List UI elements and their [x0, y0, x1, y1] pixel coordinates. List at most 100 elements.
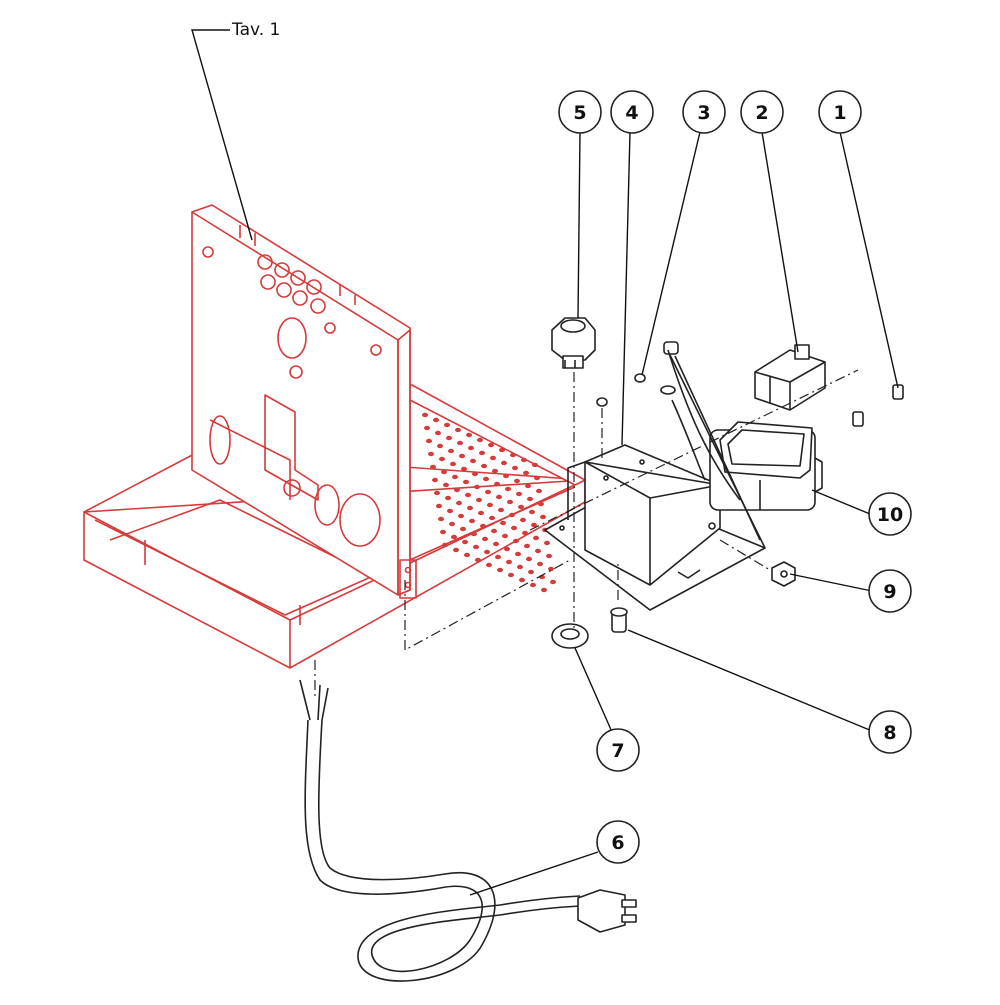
- perforation-hole: [451, 534, 457, 540]
- perforation-hole: [500, 520, 506, 526]
- callout-9: 9: [868, 569, 912, 613]
- perforation-hole: [548, 566, 554, 572]
- assembly-lines: [314, 369, 859, 700]
- perforation-hole: [426, 438, 432, 444]
- perforation-hole: [444, 422, 450, 428]
- perforation-hole: [507, 499, 513, 505]
- power-cable: [299, 679, 637, 982]
- perforation-hole: [468, 445, 474, 451]
- callout-3-label: 3: [697, 102, 710, 124]
- perforation-hole: [424, 425, 430, 431]
- perforation-hole: [441, 469, 447, 475]
- perforation-hole: [474, 484, 480, 490]
- perforation-hole: [422, 412, 428, 418]
- callout-4-label: 4: [625, 102, 638, 124]
- leader-lines: [191, 29, 899, 896]
- perforation-hole: [505, 486, 511, 492]
- perforation-hole: [501, 460, 507, 466]
- perforation-hole: [433, 417, 439, 423]
- small-fasteners: [596, 341, 904, 427]
- perforation-hole: [519, 577, 525, 583]
- perforation-hole: [496, 494, 502, 500]
- perforation-hole: [529, 509, 535, 515]
- standoff-screw: [610, 607, 628, 633]
- perforation-hole: [497, 567, 503, 573]
- callout-6: 6: [596, 820, 640, 864]
- perforation-hole: [513, 538, 519, 544]
- callout-10-label: 10: [877, 504, 903, 526]
- perforation-hole: [478, 510, 484, 516]
- perforation-hole: [509, 512, 515, 518]
- callout-7-label: 7: [611, 740, 624, 762]
- perforation-hole: [524, 543, 530, 549]
- perforation-hole: [510, 452, 516, 458]
- perforation-hole: [483, 476, 489, 482]
- perforation-hole: [495, 554, 501, 560]
- perforation-hole: [440, 529, 446, 535]
- perforation-hole: [477, 437, 483, 443]
- perforation-hole: [521, 457, 527, 463]
- perforation-hole: [512, 465, 518, 471]
- perforation-hole: [504, 546, 510, 552]
- callout-6-label: 6: [611, 832, 624, 854]
- perforation-hole: [480, 523, 486, 529]
- perforation-hole: [525, 483, 531, 489]
- perforation-hole: [456, 500, 462, 506]
- perforation-hole: [490, 455, 496, 461]
- perforation-hole: [518, 504, 524, 510]
- callout-1-label: 1: [833, 102, 846, 124]
- perforation-hole: [471, 531, 477, 537]
- perforation-hole: [488, 442, 494, 448]
- callout-1: 1: [818, 90, 862, 134]
- perforation-hole: [454, 487, 460, 493]
- callout-9-label: 9: [883, 581, 896, 603]
- perforation-hole: [536, 488, 542, 494]
- perforation-hole: [537, 561, 543, 567]
- perforation-hole: [484, 549, 490, 555]
- perforation-hole: [461, 466, 467, 472]
- perforation-hole: [472, 471, 478, 477]
- perforation-hole: [550, 579, 556, 585]
- perforation-hole: [498, 507, 504, 513]
- perforation-hole: [479, 450, 485, 456]
- perforation-hole: [476, 497, 482, 503]
- perforation-hole: [430, 464, 436, 470]
- perforation-hole: [528, 569, 534, 575]
- perforation-hole: [492, 468, 498, 474]
- lock-nut: [551, 623, 589, 649]
- perforation-hole: [469, 518, 475, 524]
- callout-8-label: 8: [883, 722, 896, 744]
- perforation-hole: [523, 470, 529, 476]
- perforation-hole: [449, 521, 455, 527]
- perforation-hole: [467, 505, 473, 511]
- perforation-hole: [527, 496, 533, 502]
- perforation-hole: [511, 525, 517, 531]
- perforation-hole: [482, 536, 488, 542]
- callout-5-label: 5: [573, 102, 586, 124]
- perforation-hole: [464, 552, 470, 558]
- perforation-hole: [460, 526, 466, 532]
- perforation-hole: [494, 481, 500, 487]
- perforation-hole: [470, 458, 476, 464]
- perforation-hole: [438, 516, 444, 522]
- callout-4: 4: [610, 90, 654, 134]
- callout-7: 7: [596, 728, 640, 772]
- perforation-hole: [446, 435, 452, 441]
- perforation-hole: [466, 432, 472, 438]
- wires: [667, 349, 766, 549]
- perforation-hole: [453, 547, 459, 553]
- perforation-hole: [458, 513, 464, 519]
- perforation-hole: [544, 540, 550, 546]
- perforation-hole: [463, 479, 469, 485]
- perforation-hole: [457, 440, 463, 446]
- perforation-hole: [493, 541, 499, 547]
- perforation-hole: [437, 443, 443, 449]
- callout-8: 8: [868, 710, 912, 754]
- perforation-hole: [439, 456, 445, 462]
- callout-5: 5: [558, 90, 602, 134]
- perforation-hole: [443, 482, 449, 488]
- terminal-block: [754, 344, 826, 411]
- perforation-hole: [450, 461, 456, 467]
- perforation-hole: [532, 462, 538, 468]
